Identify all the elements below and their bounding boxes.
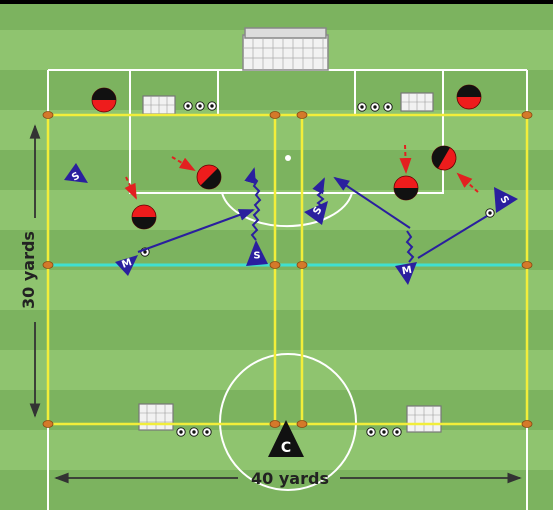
ball-icon — [370, 102, 380, 112]
ball-icon — [176, 427, 186, 437]
ball-icon — [189, 427, 199, 437]
ball-icon — [207, 101, 217, 111]
ball-icon — [392, 427, 402, 437]
svg-text:M: M — [120, 257, 133, 271]
mini-goal-bottom-left — [138, 403, 174, 431]
defender-arrows — [124, 144, 479, 200]
ball-icon — [195, 101, 205, 111]
ball-icon — [202, 427, 212, 437]
coach-marker — [268, 420, 304, 457]
defender-icon — [131, 204, 157, 230]
top-border — [0, 0, 553, 4]
defender-icon — [393, 175, 419, 201]
svg-text:S: S — [70, 170, 82, 183]
height-label: 30 yards — [19, 231, 38, 309]
ball-icon — [383, 102, 393, 112]
coach-label: C — [281, 440, 291, 456]
ball-icon — [366, 427, 376, 437]
striker-icon: S — [304, 201, 328, 225]
penalty-spot — [285, 155, 291, 161]
svg-text:S: S — [497, 194, 510, 206]
width-label: 40 yards — [251, 469, 329, 488]
midfielder-icon: M — [395, 262, 417, 285]
main-goal — [242, 27, 329, 71]
mini-goal-top-left — [142, 95, 176, 115]
ball-icon — [379, 427, 389, 437]
ball-icon — [485, 208, 495, 218]
defenders — [91, 84, 482, 230]
defender-icon — [431, 145, 457, 171]
cones — [42, 111, 533, 428]
defender-icon — [91, 87, 117, 113]
svg-text:S: S — [253, 251, 260, 262]
defender-icon — [456, 84, 482, 110]
striker-icon: S — [64, 163, 88, 184]
ball-groups — [140, 101, 495, 437]
mini-goal-bottom-right — [406, 405, 442, 433]
zone-lines — [46, 113, 529, 426]
defender-icon — [196, 164, 222, 190]
attackers: S S S S M M — [64, 163, 518, 285]
midfielder-icon: M — [115, 255, 138, 276]
mini-goal-top-right — [400, 92, 434, 112]
striker-icon: S — [246, 240, 268, 266]
ball-icon — [357, 102, 367, 112]
svg-text:M: M — [401, 265, 413, 278]
svg-text:S: S — [311, 205, 324, 217]
ball-icon — [183, 101, 193, 111]
attacker-runs — [137, 167, 488, 263]
striker-icon: S — [494, 187, 518, 213]
